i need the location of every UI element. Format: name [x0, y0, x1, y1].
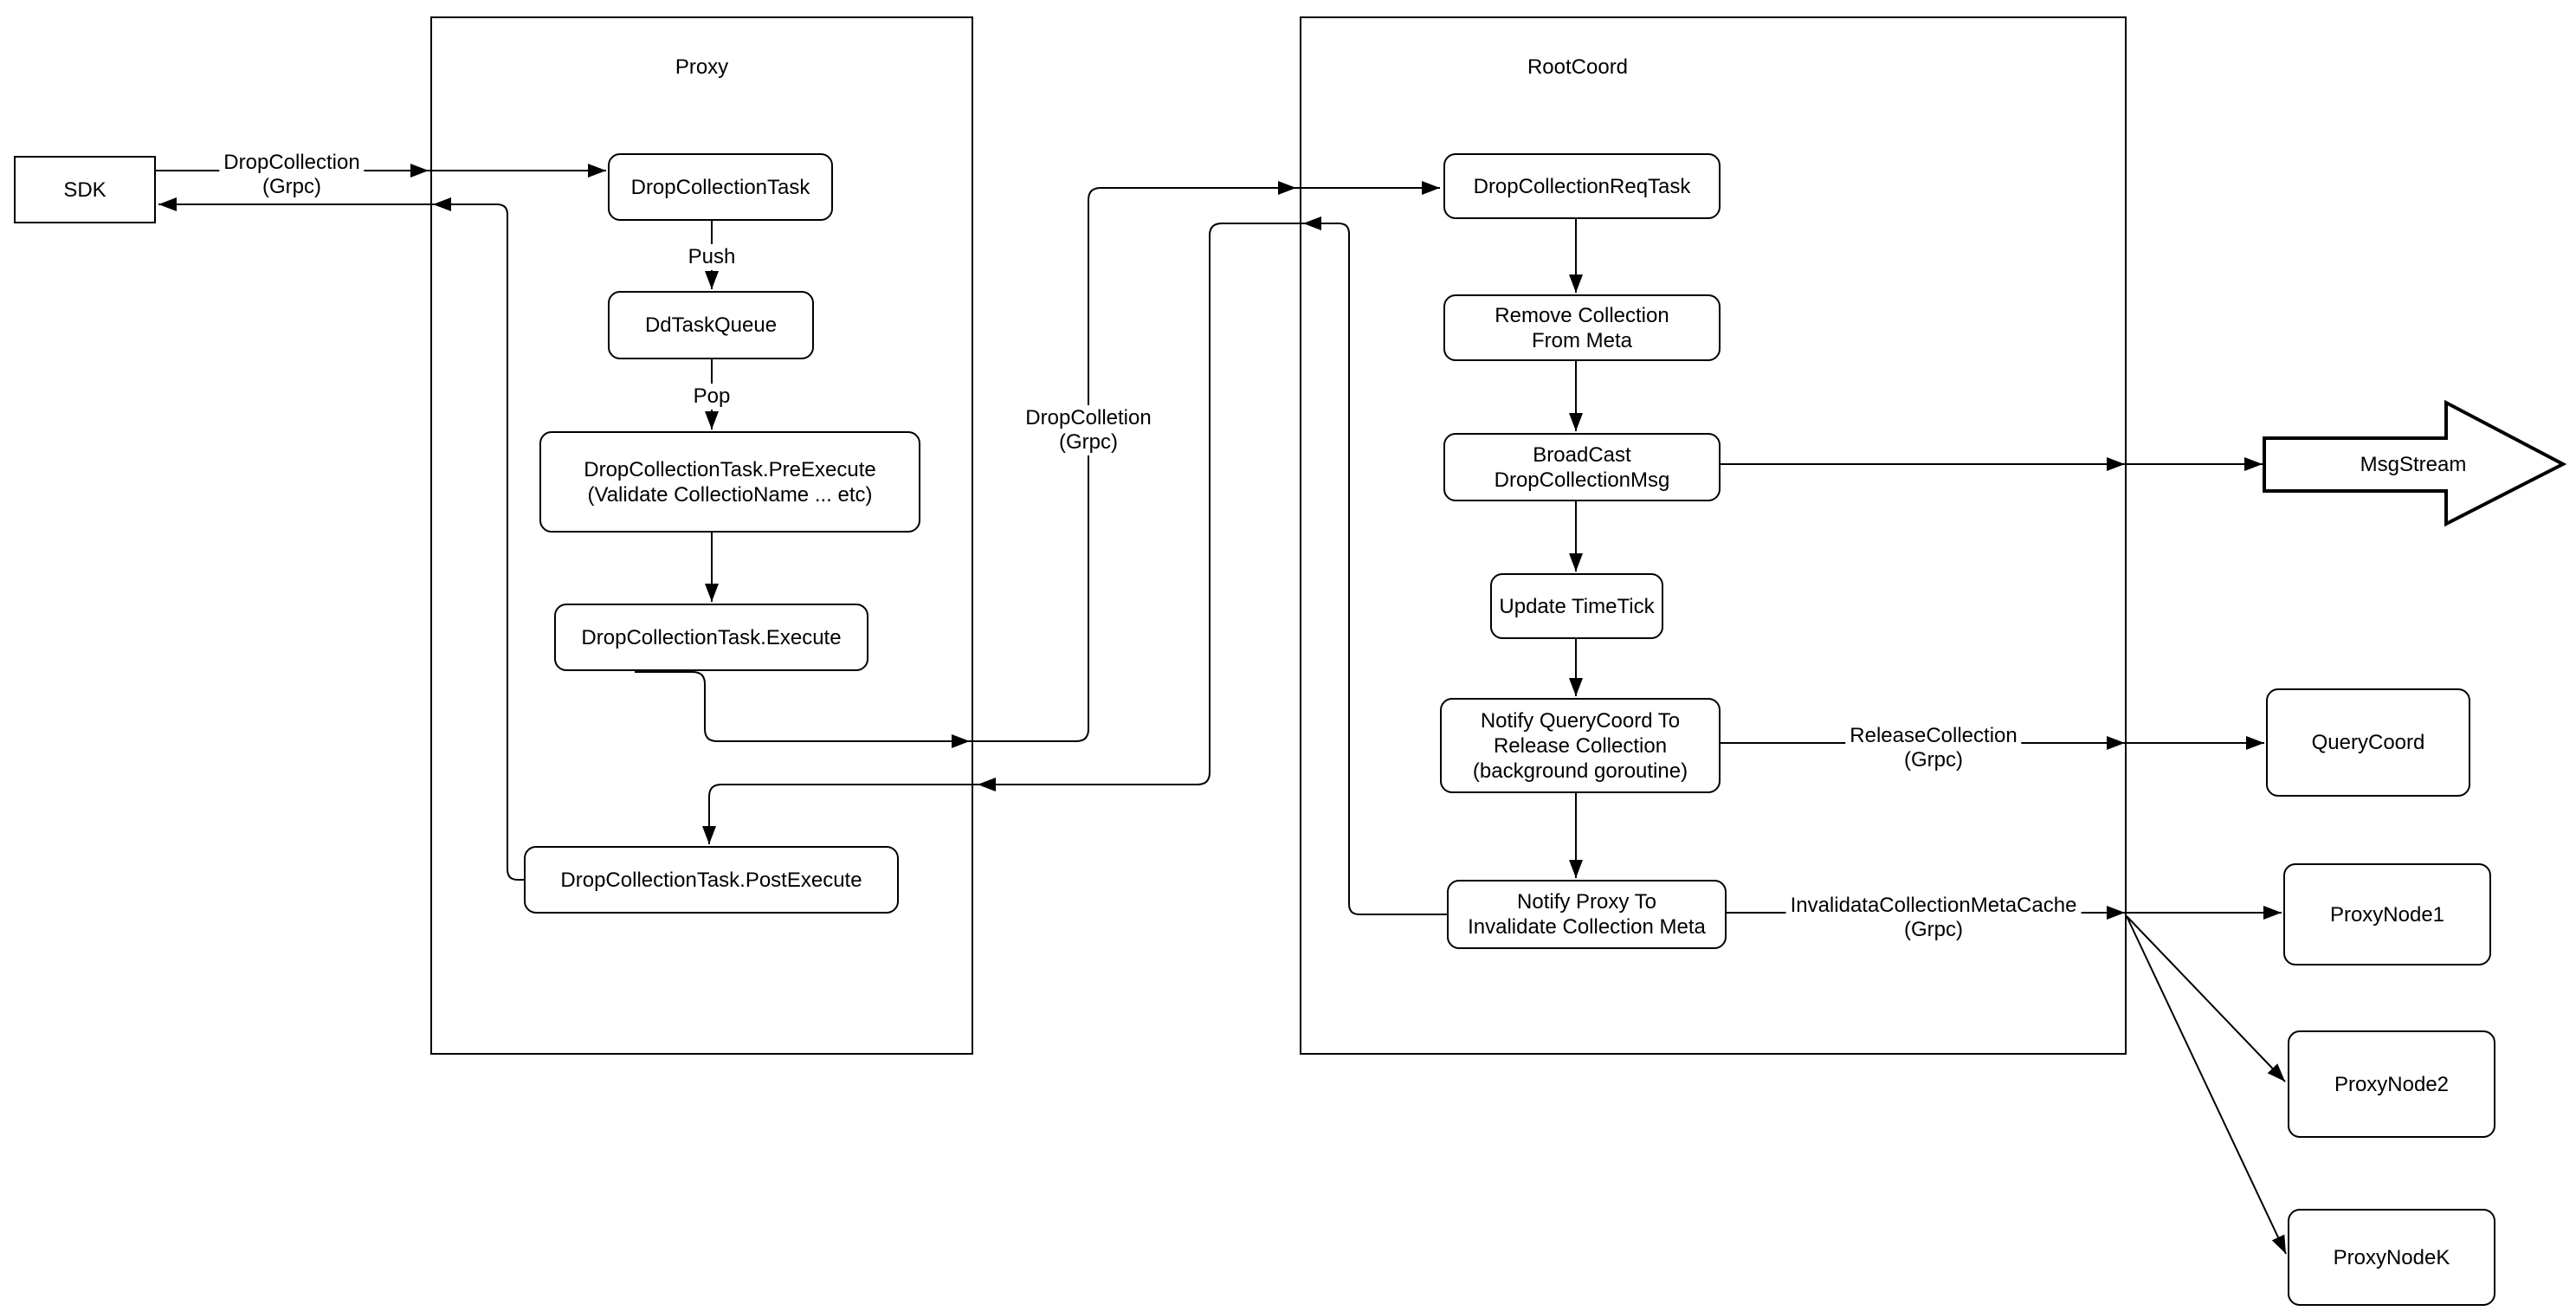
container-rootcoord-title: RootCoord	[1527, 55, 1629, 79]
edge-label-releasecollection-line1: ReleaseCollection	[1850, 724, 2018, 747]
edge-label-dropcollection-grpc: DropCollection (Grpc)	[219, 150, 365, 200]
edge-label-invalidatacollectionmetacache-line1: InvalidataCollectionMetaCache	[1790, 894, 2077, 917]
edge-into-proxynode2	[2126, 915, 2286, 1082]
node-pre-execute-line2: (Validate CollectioName ... etc)	[587, 482, 873, 507]
node-notify-proxy-line2: Invalidate Collection Meta	[1468, 915, 1706, 939]
node-drop-collection-req-task-label: DropCollectionReqTask	[1473, 174, 1691, 198]
edge-execute-out	[635, 671, 970, 748]
node-update-timetick-label: Update TimeTick	[1499, 594, 1655, 618]
node-sdk-label: SDK	[63, 178, 107, 202]
node-proxynodek-label: ProxyNodeK	[2333, 1245, 2450, 1269]
node-notify-querycoord-line2: Release Collection	[1493, 733, 1668, 758]
edge-gap-up	[970, 181, 1296, 742]
container-proxy	[430, 16, 973, 1055]
node-pre-execute: DropCollectionTask.PreExecute (Validate …	[539, 431, 920, 533]
node-remove-collection-line1: Remove Collection	[1495, 303, 1669, 327]
edge-into-proxynodek	[2126, 915, 2287, 1255]
node-notify-querycoord: Notify QueryCoord To Release Collection …	[1440, 698, 1721, 793]
node-remove-collection: Remove Collection From Meta	[1443, 294, 1721, 361]
node-proxynode1-label: ProxyNode1	[2329, 902, 2445, 927]
edge-into-postexecute	[702, 784, 978, 844]
edge-label-dropcolletion-grpc: DropColletion (Grpc)	[1021, 405, 1156, 455]
edge-label-dropcolletion-grpc-line2: (Grpc)	[1059, 430, 1118, 454]
node-proxynode1: ProxyNode1	[2283, 863, 2491, 965]
node-broadcast-msg-line1: BroadCast	[1533, 442, 1631, 467]
node-msgstream-label: MsgStream	[2360, 453, 2467, 476]
node-broadcast-msg-line2: DropCollectionMsg	[1494, 468, 1670, 492]
edge-gap-down	[978, 223, 1303, 791]
node-dd-task-queue: DdTaskQueue	[608, 291, 814, 359]
node-notify-proxy: Notify Proxy To Invalidate Collection Me…	[1447, 880, 1727, 949]
node-notify-querycoord-line1: Notify QueryCoord To	[1480, 708, 1681, 733]
node-post-execute-label: DropCollectionTask.PostExecute	[560, 868, 862, 892]
edge-label-releasecollection: ReleaseCollection (Grpc)	[1845, 723, 2022, 773]
edge-label-pop: Pop	[688, 384, 735, 410]
edge-label-dropcollection-grpc-line1: DropCollection	[223, 151, 360, 174]
edge-label-invalidatacollectionmetacache-line2: (Grpc)	[1903, 918, 1963, 941]
node-querycoord: QueryCoord	[2266, 688, 2470, 797]
node-execute-label: DropCollectionTask.Execute	[581, 625, 842, 649]
node-proxynode2: ProxyNode2	[2288, 1030, 2495, 1138]
node-notify-proxy-line1: Notify Proxy To	[1517, 890, 1656, 914]
node-execute: DropCollectionTask.Execute	[554, 604, 868, 671]
container-rootcoord	[1300, 16, 2127, 1055]
node-dd-task-queue-label: DdTaskQueue	[644, 313, 778, 337]
node-drop-collection-task-label: DropCollectionTask	[630, 175, 810, 199]
edge-label-dropcollection-grpc-line2: (Grpc)	[262, 175, 321, 198]
node-remove-collection-line2: From Meta	[1531, 328, 1632, 352]
msgstream-arrow-shape	[2263, 399, 2567, 527]
container-proxy-title: Proxy	[675, 55, 729, 79]
edge-notifyproxy-out	[1303, 216, 1447, 915]
node-pre-execute-line1: DropCollectionTask.PreExecute	[584, 457, 876, 481]
edge-label-push: Push	[683, 244, 740, 270]
node-broadcast-msg: BroadCast DropCollectionMsg	[1443, 433, 1721, 501]
node-drop-collection-task: DropCollectionTask	[608, 153, 833, 221]
node-post-execute: DropCollectionTask.PostExecute	[524, 846, 899, 914]
edge-postexecute-to-proxyedge	[433, 197, 524, 881]
node-proxynodek: ProxyNodeK	[2288, 1209, 2495, 1306]
edge-label-invalidatacollectionmetacache: InvalidataCollectionMetaCache (Grpc)	[1785, 893, 2082, 943]
node-querycoord-label: QueryCoord	[2311, 731, 2425, 754]
node-notify-querycoord-line3: (background goroutine)	[1472, 759, 1688, 783]
node-drop-collection-req-task: DropCollectionReqTask	[1443, 153, 1721, 219]
edge-label-dropcolletion-grpc-line1: DropColletion	[1025, 406, 1152, 429]
node-sdk: SDK	[14, 156, 156, 223]
node-update-timetick: Update TimeTick	[1490, 573, 1663, 639]
node-proxynode2-label: ProxyNode2	[2334, 1072, 2450, 1096]
edge-label-releasecollection-line2: (Grpc)	[1903, 748, 1963, 772]
